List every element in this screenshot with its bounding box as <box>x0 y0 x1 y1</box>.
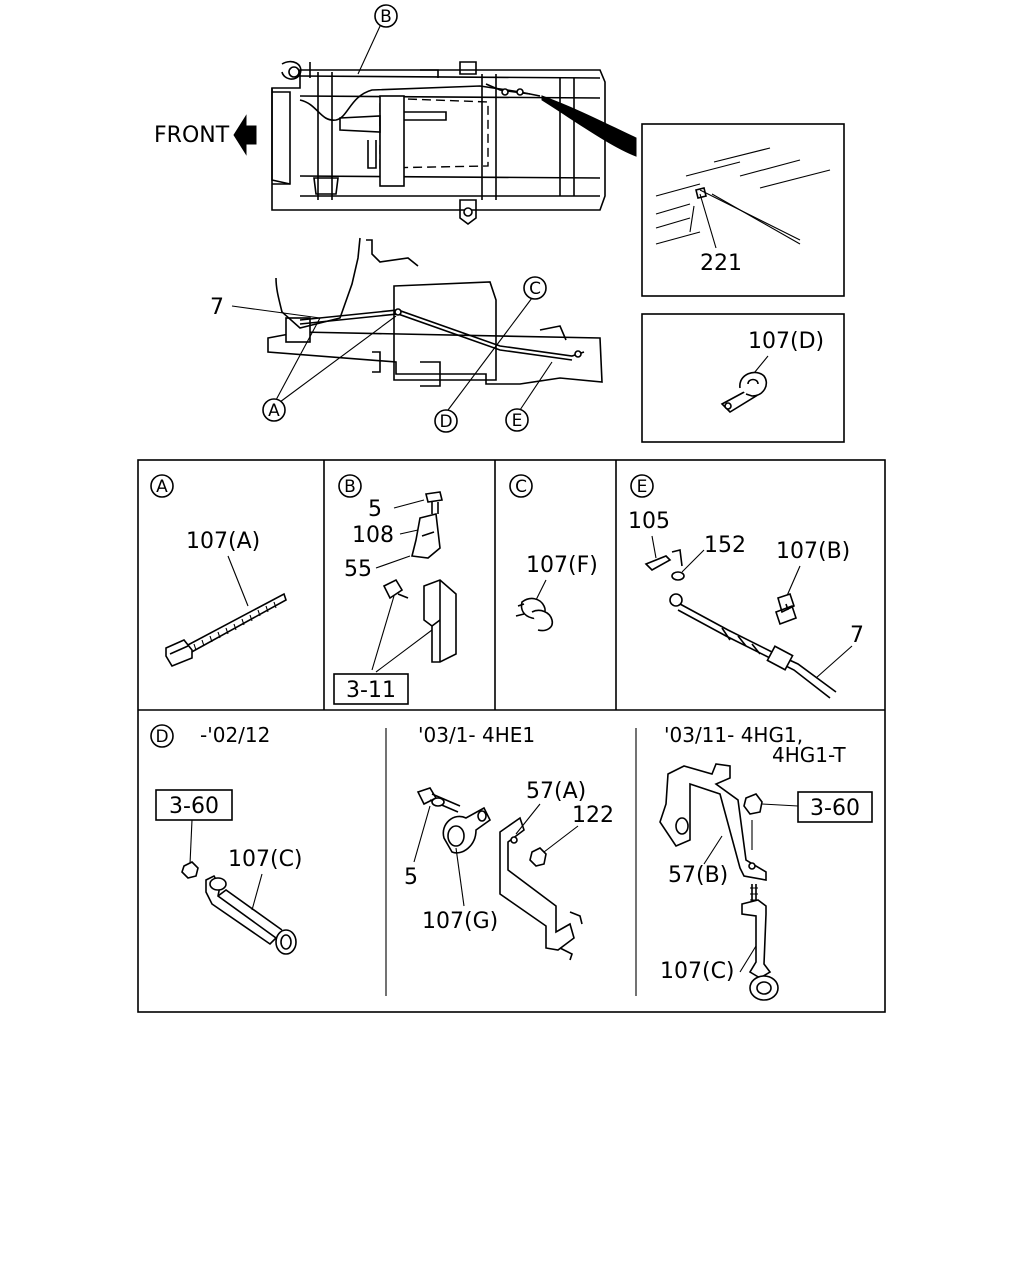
panel-e-ref-label: E <box>637 477 648 497</box>
panel-b-part-55: 55 <box>344 557 372 582</box>
callout-e-label: E <box>512 411 523 431</box>
panel-e-part-107b: 107(B) <box>776 539 850 564</box>
panel-d-v2-part-5: 5 <box>404 865 418 890</box>
panel-d-v2-part-107g: 107(G) <box>422 909 498 934</box>
detail-grid-lines <box>137 459 886 1013</box>
front-label: FRONT <box>154 123 230 148</box>
callout-d <box>434 409 458 433</box>
clip-107d <box>720 371 768 414</box>
panel-b-part-5: 5 <box>368 497 382 522</box>
panel-d-v1-part: 107(C) <box>228 847 303 872</box>
panel-d-v2-heading: '03/1- 4HE1 <box>418 723 535 747</box>
callout-d-label: D <box>439 412 452 432</box>
bracket-b <box>423 579 457 663</box>
nut-left <box>181 861 199 879</box>
box-ref-3-60-right-label: 3-60 <box>810 796 860 821</box>
panel-a-ref <box>150 474 174 498</box>
frame-top-view <box>271 60 637 225</box>
panel-d-v2-part-122: 122 <box>572 803 614 828</box>
callout-c-label: C <box>529 279 541 299</box>
panel-d-ref <box>150 724 174 748</box>
callout-c <box>523 276 547 300</box>
clamp-107c-left <box>205 874 297 955</box>
pin-105 <box>644 555 672 571</box>
inset-221-label: 221 <box>700 251 742 276</box>
panel-b-ref-label: B <box>344 477 356 497</box>
panel-c-ref <box>509 474 533 498</box>
panel-a-part-label: 107(A) <box>186 529 260 554</box>
panel-b-part-108: 108 <box>352 523 394 548</box>
panel-a-ref-label: A <box>156 477 168 497</box>
box-ref-3-60-right <box>797 791 873 823</box>
inset-221-drawing <box>655 147 831 245</box>
front-arrow-icon <box>233 114 257 156</box>
bracket-57b <box>659 763 767 881</box>
box-ref-3-60-left <box>155 789 233 821</box>
nut-right <box>743 793 763 815</box>
panel-e-part-152: 152 <box>704 533 746 558</box>
frame-side-view <box>267 237 603 387</box>
panel-c-part-label: 107(F) <box>526 553 598 578</box>
inset-107d-box <box>641 313 845 443</box>
panel-e-part-105: 105 <box>628 509 670 534</box>
clip-107b <box>774 592 798 626</box>
clamp-107g <box>442 806 492 854</box>
box-ref-3-11-label: 3-11 <box>346 678 396 703</box>
panel-c-ref-label: C <box>515 477 527 497</box>
callout-e <box>505 408 529 432</box>
cable-tie-107a <box>165 592 287 667</box>
callout-a <box>262 398 286 422</box>
callout-b-top-label: B <box>380 7 392 27</box>
clamp-107c-right <box>741 884 779 1001</box>
part-7-label: 7 <box>210 295 224 320</box>
panel-d-v3-part-57b: 57(B) <box>668 863 728 888</box>
panel-d-v3-heading-2: 4HG1-T <box>772 743 846 767</box>
panel-d-v1-heading: -'02/12 <box>200 723 270 747</box>
panel-d-v3-heading-1: '03/11- 4HG1, <box>664 723 803 747</box>
panel-e-part-7: 7 <box>850 623 864 648</box>
panel-e-ref <box>630 474 654 498</box>
clip-107f <box>515 597 554 632</box>
nut-122 <box>529 847 547 867</box>
panel-d-v3-part-107c: 107(C) <box>660 959 735 984</box>
bracket-57a <box>499 816 583 961</box>
bolt-b <box>382 578 409 600</box>
inset-107d-label: 107(D) <box>748 329 824 354</box>
box-ref-3-11 <box>333 673 409 705</box>
washer-152 <box>671 571 685 581</box>
bolt-5-d <box>416 787 461 813</box>
bolt-5 <box>425 491 443 514</box>
panel-d-v2-part-57a: 57(A) <box>526 779 586 804</box>
panel-d-ref-label: D <box>155 727 168 747</box>
cable-7-detail <box>669 593 837 699</box>
panel-b-ref <box>338 474 362 498</box>
inset-221-box <box>641 123 845 297</box>
callout-a-label: A <box>268 401 280 421</box>
box-ref-3-60-left-label: 3-60 <box>169 794 219 819</box>
callout-b-top <box>374 4 398 28</box>
clip-108-55 <box>411 513 441 559</box>
